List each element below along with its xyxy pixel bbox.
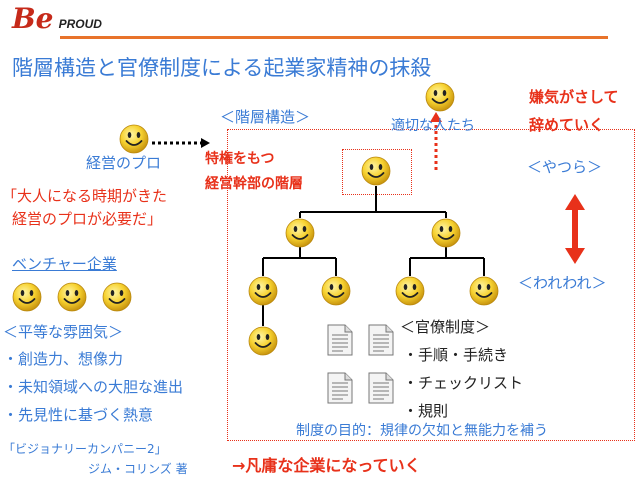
hierarchy-frame	[227, 129, 635, 441]
document-icon	[327, 372, 353, 404]
venture-label: ベンチャー企業	[12, 255, 117, 273]
smiley-low-1-icon	[248, 276, 278, 306]
smiley-mid-left-icon	[285, 218, 315, 248]
quit-line-1: 嫌気がさして	[529, 88, 619, 106]
bullet-1: ・創造力、想像力	[3, 350, 124, 368]
bureaucracy-item-3: ・規則	[403, 402, 449, 420]
smiley-venture-3-icon	[102, 282, 132, 312]
bureaucracy-item-1: ・手順・手続き	[403, 346, 509, 364]
elite-line-1: 特権をもつ	[205, 151, 275, 167]
book-title: 「ビジョナリーカンパニー2」	[3, 442, 167, 456]
us-label: ＜われわれ＞	[518, 274, 607, 292]
pro-label: 経営のプロ	[86, 154, 162, 172]
smiley-top-icon	[361, 156, 391, 186]
logo-letters: Be	[12, 2, 54, 35]
quit-line-2: 辞めていく	[529, 116, 605, 134]
bureaucracy-label: ＜官僚制度＞	[400, 318, 491, 336]
elite-line-2: 経営幹部の階層	[205, 176, 303, 192]
document-icon	[327, 324, 353, 356]
smiley-venture-1-icon	[12, 282, 42, 312]
conclusion-text: →凡庸な企業になっていく	[232, 456, 421, 475]
document-icon	[368, 372, 394, 404]
logo: Be PROUD	[12, 2, 102, 35]
quote-line-1: 「大人になる時期がきた	[2, 187, 168, 205]
smiley-suitable-icon	[425, 82, 455, 112]
logo-text: PROUD	[58, 17, 102, 31]
bullet-3: ・先見性に基づく熱意	[3, 406, 154, 424]
document-icon	[368, 324, 394, 356]
header-rule	[60, 36, 608, 39]
atmosphere-label: ＜平等な雰囲気＞	[3, 323, 124, 341]
purpose-text: 制度の目的：規律の欠如と無能力を補う	[296, 423, 548, 439]
bullet-2: ・未知領域への大胆な進出	[3, 378, 184, 396]
suitable-people-label: 適切な人たち	[391, 118, 475, 134]
hierarchy-label: ＜階層構造＞	[220, 108, 311, 126]
them-label: ＜やつら＞	[527, 158, 603, 176]
bureaucracy-item-2: ・チェックリスト	[403, 374, 524, 392]
smiley-low-4-icon	[469, 276, 499, 306]
quote-line-2: 経営のプロが必要だ」	[12, 210, 163, 228]
smiley-pro-icon	[119, 124, 149, 154]
page-title: 階層構造と官僚制度による起業家精神の抹殺	[12, 56, 432, 80]
smiley-bottom-icon	[248, 326, 278, 356]
smiley-low-2-icon	[321, 276, 351, 306]
smiley-low-3-icon	[395, 276, 425, 306]
smiley-mid-right-icon	[431, 218, 461, 248]
book-author: ジム・コリンズ 著	[88, 462, 188, 476]
smiley-venture-2-icon	[57, 282, 87, 312]
